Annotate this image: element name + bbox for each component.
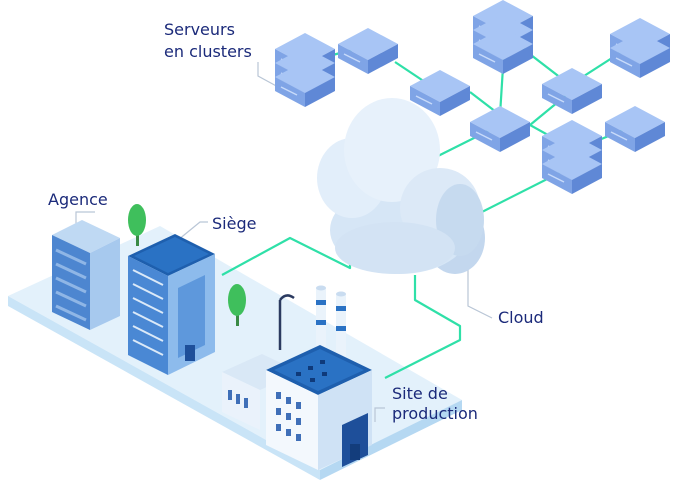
street-lamp: [278, 294, 295, 350]
servers-label-line2: en clusters: [164, 42, 252, 61]
siege-label: Siège: [212, 214, 257, 233]
tree: [128, 204, 146, 246]
factory-chimneys: [316, 285, 346, 374]
agence-building: [52, 220, 120, 330]
servers-label-line1: Serveurs: [164, 20, 235, 39]
production-site-label-line1: Site de: [392, 384, 448, 403]
production-building: [222, 345, 372, 470]
cloud-shape: [317, 98, 485, 274]
agence-label: Agence: [48, 190, 108, 209]
tree: [228, 284, 246, 326]
production-site-label-line2: production: [392, 404, 478, 423]
siege-building: [128, 234, 215, 375]
cloud-label: Cloud: [498, 308, 544, 327]
